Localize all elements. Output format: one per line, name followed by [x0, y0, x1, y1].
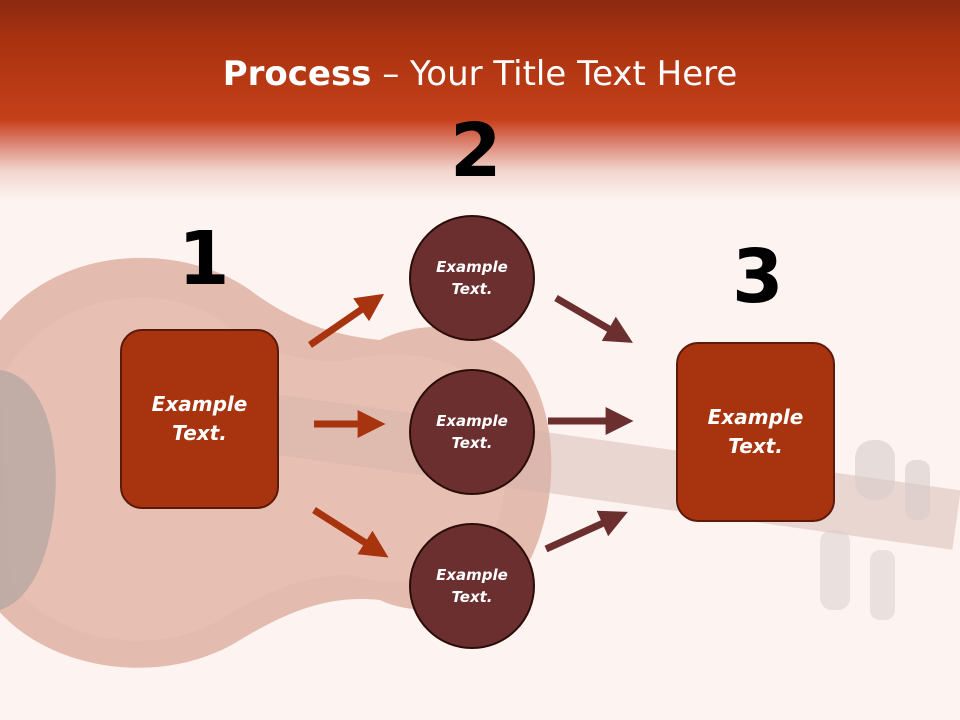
- title-rest: – Your Title Text Here: [371, 54, 738, 94]
- circle-top-line2: Text.: [451, 280, 493, 298]
- step-number-3: 3: [732, 234, 784, 320]
- process-circle-bottom: Example Text.: [409, 523, 535, 649]
- left-process-box: Example Text.: [120, 329, 279, 509]
- left-box-line2: Text.: [172, 421, 227, 445]
- arrow-left-to-bottom: [312, 507, 389, 558]
- arrow-left-to-top: [308, 293, 385, 348]
- process-circle-top: Example Text.: [409, 215, 535, 341]
- circle-top-line1: Example: [436, 257, 508, 276]
- circle-bottom-line2: Text.: [451, 588, 493, 606]
- step-number-1: 1: [178, 216, 230, 302]
- circle-bottom-line1: Example: [436, 565, 508, 584]
- slide-title: Process – Your Title Text Here: [0, 54, 960, 94]
- step-number-2: 2: [450, 108, 502, 194]
- right-process-box: Example Text.: [676, 342, 835, 522]
- title-bold: Process: [222, 54, 372, 94]
- circle-middle-line2: Text.: [451, 434, 493, 452]
- arrow-bottom-to-right: [544, 510, 628, 553]
- right-box-line2: Text.: [728, 434, 783, 458]
- header-band: [0, 0, 960, 200]
- left-box-line1: Example: [151, 392, 248, 416]
- process-circle-middle: Example Text.: [409, 369, 535, 495]
- right-box-line1: Example: [707, 405, 804, 429]
- arrow-top-to-right: [554, 294, 633, 343]
- circle-middle-line1: Example: [436, 411, 508, 430]
